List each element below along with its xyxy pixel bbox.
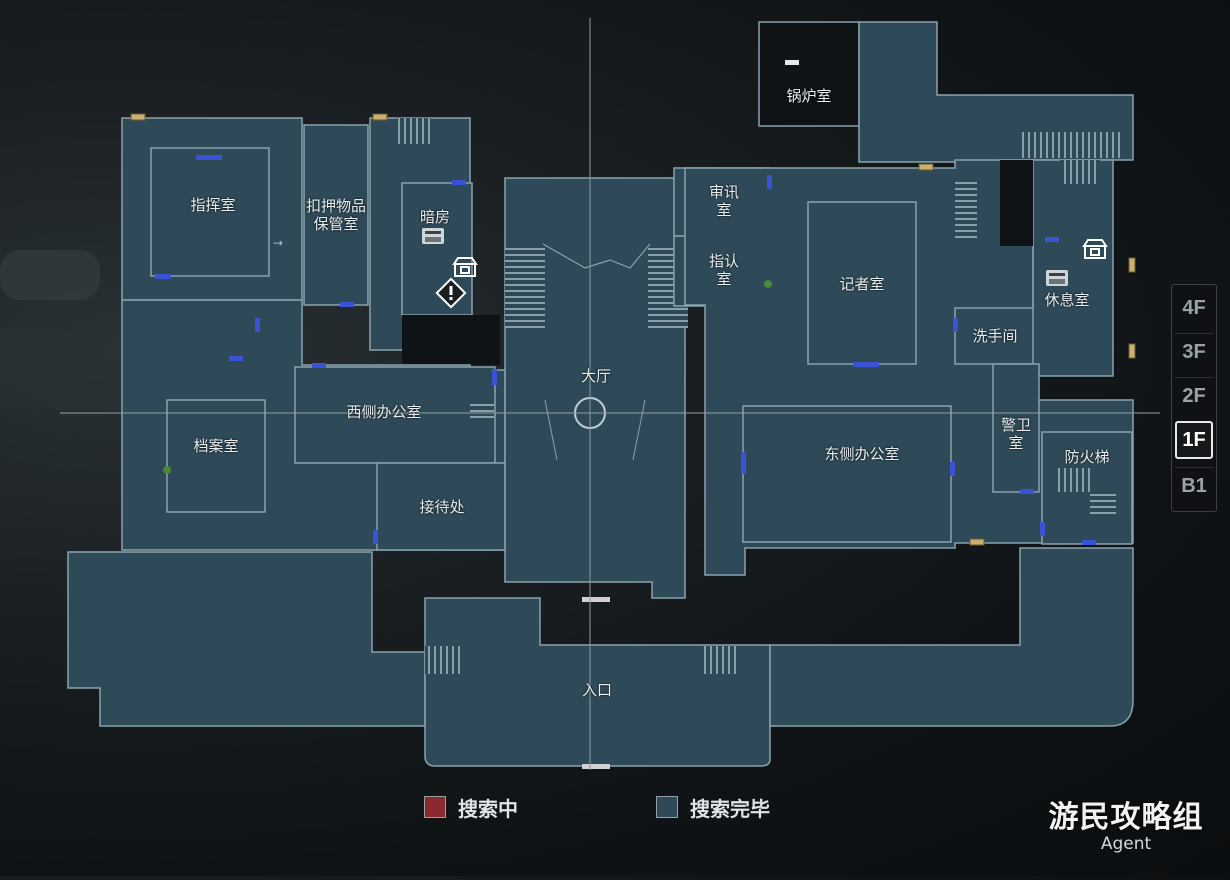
- door: [767, 175, 772, 189]
- door: [229, 356, 243, 361]
- legend-swatch-completed: [656, 796, 678, 818]
- room-washroom: [954, 307, 1036, 365]
- room-rest: [1032, 159, 1114, 377]
- room-label-evidence: 扣押物品 保管室: [305, 197, 367, 233]
- room-label-guard: 警卫 室: [1000, 416, 1032, 452]
- typewriter-icon: [422, 228, 444, 244]
- door: [853, 362, 879, 367]
- floor-button-4f[interactable]: 4F: [1182, 296, 1206, 319]
- room-label-washroom: 洗手间: [972, 327, 1018, 345]
- door: [1045, 237, 1059, 242]
- room-label-east-office: 东侧办公室: [824, 445, 900, 463]
- door: [155, 274, 171, 279]
- legend-searching: 搜索中: [424, 794, 518, 821]
- watermark: 游民攻略组 Agent: [1036, 792, 1216, 862]
- room-label-west-office: 西侧办公室: [346, 403, 422, 421]
- room-evidence: [303, 124, 369, 306]
- door: [953, 318, 958, 332]
- room-east-office: [742, 405, 952, 543]
- room-boiler: [758, 21, 860, 127]
- door: [492, 369, 497, 385]
- room-records: [166, 399, 266, 513]
- floor-button-2f[interactable]: 2F: [1175, 377, 1213, 415]
- room-label-command: 指挥室: [190, 196, 236, 214]
- floor-selector: 4F 3F 2F 1F B1: [1171, 284, 1217, 512]
- room-west-office: [294, 366, 496, 464]
- room-south-west: [67, 551, 426, 727]
- room-south-east: [769, 547, 1134, 727]
- legend-completed: 搜索完毕: [656, 794, 770, 821]
- door: [1082, 540, 1096, 545]
- room-guard: [992, 363, 1040, 493]
- door: [312, 363, 326, 368]
- door: [1040, 522, 1045, 536]
- room-label-entrance: 入口: [581, 681, 613, 699]
- room-label-rest: 休息室: [1044, 291, 1090, 309]
- door: [196, 155, 222, 160]
- legend-swatch-searching: [424, 796, 446, 818]
- watermark-title: 游民攻略组: [1048, 800, 1204, 835]
- room-label-darkroom: 暗房: [419, 208, 451, 226]
- room-label-reception: 接待处: [419, 498, 465, 516]
- door: [741, 452, 746, 474]
- door: [950, 462, 955, 476]
- room-entrance: [424, 597, 771, 767]
- svg-text:→: →: [273, 236, 283, 250]
- door: [373, 530, 378, 544]
- room-press: [807, 201, 917, 365]
- floor-button-b1[interactable]: B1: [1175, 467, 1213, 505]
- room-label-boiler: 锅炉室: [786, 87, 832, 105]
- room-label-records: 档案室: [193, 437, 239, 455]
- typewriter-icon: [1046, 270, 1068, 286]
- door: [340, 302, 354, 307]
- legend-label-searching: 搜索中: [458, 796, 518, 821]
- room-label-identification: 指认 室: [708, 252, 740, 288]
- room-command: [150, 147, 270, 277]
- door: [1020, 489, 1034, 494]
- room-ne-block: [858, 21, 1134, 163]
- legend-label-completed: 搜索完毕: [690, 796, 770, 821]
- door: [255, 318, 260, 332]
- item-box-icon: [1082, 239, 1108, 259]
- warning-icon: [435, 277, 467, 309]
- watermark-subtitle: Agent: [1100, 834, 1152, 854]
- room-label-fire-escape: 防火梯: [1064, 448, 1110, 466]
- room-main-hall: [504, 177, 686, 599]
- floor-button-3f[interactable]: 3F: [1175, 333, 1213, 371]
- room-label-press: 记者室: [839, 275, 885, 293]
- door: [452, 180, 466, 185]
- floor-button-1f[interactable]: 1F: [1175, 421, 1213, 459]
- item-box-icon: [452, 257, 478, 277]
- room-label-main-hall: 大厅: [580, 367, 612, 385]
- room-label-interrogation: 审讯 室: [708, 183, 740, 219]
